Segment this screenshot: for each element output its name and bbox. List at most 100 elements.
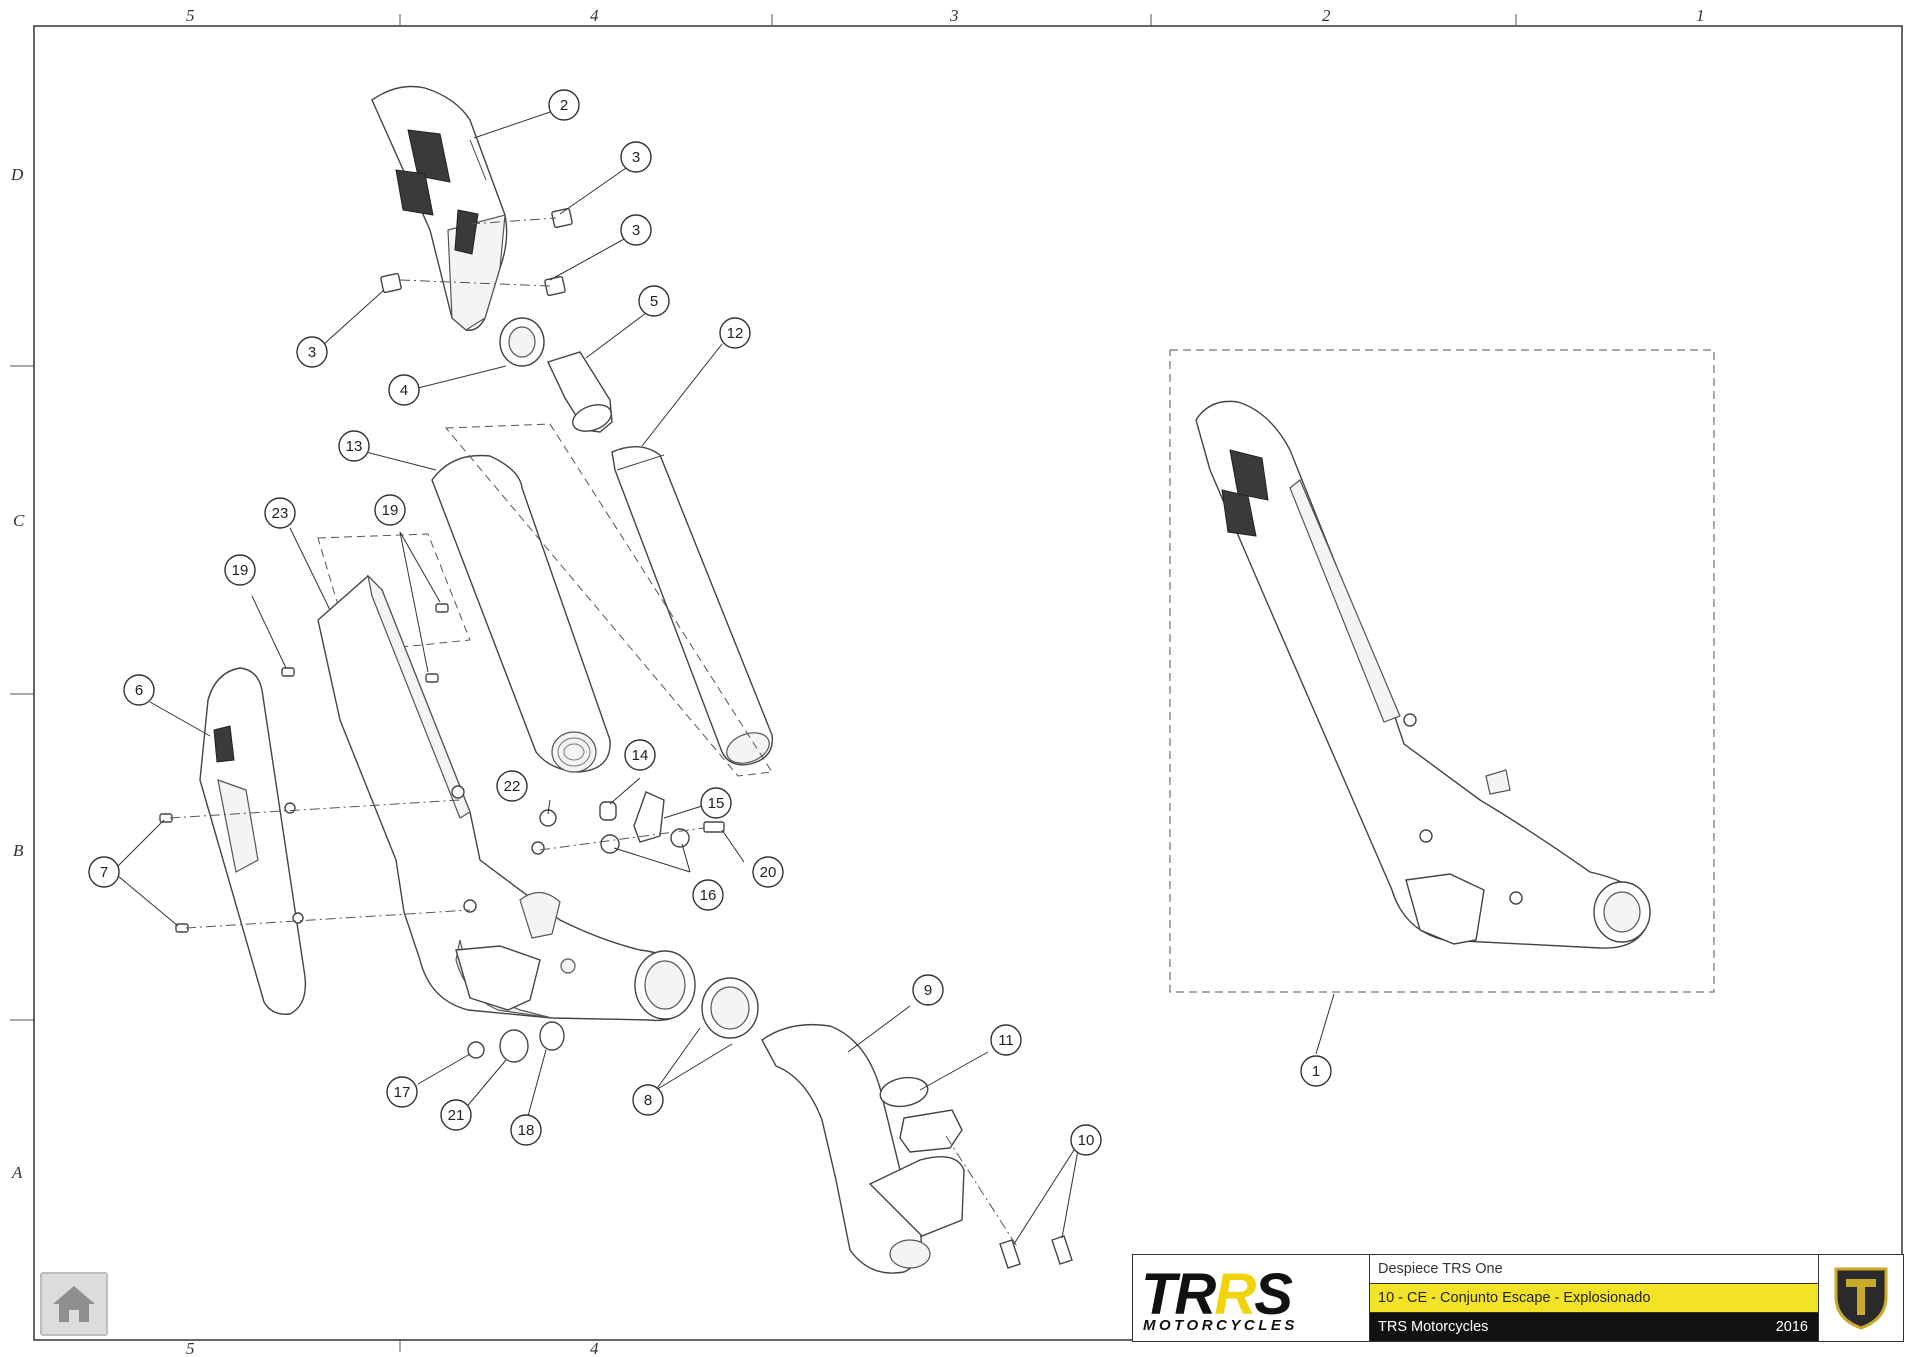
title-block: TRRS MOTORCYCLES Despiece TRS One 10 - C… xyxy=(1132,1254,1904,1342)
callout-2: 2 xyxy=(548,89,580,121)
svg-text:3: 3 xyxy=(308,344,316,361)
part-assembly-exhaust xyxy=(1195,400,1651,949)
callout-5: 5 xyxy=(638,285,670,317)
part-rings-8 xyxy=(701,977,759,1039)
svg-text:19: 19 xyxy=(232,562,249,579)
zone-ticks xyxy=(10,14,1517,1352)
svg-text:21: 21 xyxy=(448,1107,465,1124)
svg-text:8: 8 xyxy=(644,1092,652,1109)
company-row: TRS Motorcycles 2016 xyxy=(1370,1313,1818,1341)
callout-20: 20 xyxy=(752,856,784,888)
svg-text:17: 17 xyxy=(394,1084,411,1101)
callout-22: 22 xyxy=(496,770,528,802)
svg-text:19: 19 xyxy=(382,502,399,519)
zone-col-2: 2 xyxy=(1322,6,1331,25)
svg-text:3: 3 xyxy=(632,149,640,166)
company-name: TRS Motorcycles xyxy=(1378,1319,1489,1335)
home-button[interactable] xyxy=(40,1272,108,1336)
part-heat-shield-upper xyxy=(371,85,508,331)
callout-13: 13 xyxy=(338,430,370,462)
part-ring-and-coupler xyxy=(499,317,613,433)
svg-text:12: 12 xyxy=(727,325,744,342)
svg-text:20: 20 xyxy=(760,864,777,881)
svg-text:18: 18 xyxy=(518,1122,535,1139)
zone-col-1: 1 xyxy=(1696,6,1705,25)
callout-21: 21 xyxy=(440,1099,472,1131)
callout-19a: 19 xyxy=(374,494,406,526)
callout-18: 18 xyxy=(510,1114,542,1146)
svg-text:14: 14 xyxy=(632,747,649,764)
logo-subtitle: MOTORCYCLES xyxy=(1143,1317,1298,1334)
part-silencer-packing xyxy=(431,454,611,773)
zone-col-5-bottom: 5 xyxy=(186,1339,195,1357)
title-info: Despiece TRS One 10 - CE - Conjunto Esca… xyxy=(1370,1255,1818,1341)
sheet-title: 10 - CE - Conjunto Escape - Explosionado xyxy=(1370,1284,1818,1313)
assembly-view-frame xyxy=(1169,349,1715,993)
part-gasket-and-bolts xyxy=(879,1076,1073,1269)
svg-text:16: 16 xyxy=(700,887,717,904)
callout-19b: 19 xyxy=(224,554,256,586)
axis-line-shield-upper xyxy=(169,799,461,819)
callout-14: 14 xyxy=(624,739,656,771)
svg-text:23: 23 xyxy=(272,505,289,522)
axis-line-clips xyxy=(399,279,551,287)
svg-text:1: 1 xyxy=(1312,1063,1320,1080)
callout-3b: 3 xyxy=(620,214,652,246)
svg-text:13: 13 xyxy=(346,438,363,455)
callout-12: 12 xyxy=(719,317,751,349)
part-bracket-hardware xyxy=(539,791,725,854)
part-screws-19 xyxy=(281,603,449,683)
axis-line-shield-lower xyxy=(185,909,471,929)
leader-lines xyxy=(117,111,1335,1245)
callout-10: 10 xyxy=(1070,1124,1102,1156)
callout-9: 9 xyxy=(912,974,944,1006)
callout-1: 1 xyxy=(1300,1055,1332,1087)
drawing-year: 2016 xyxy=(1775,1319,1808,1335)
logo-wordmark: TRRS xyxy=(1141,1262,1293,1327)
callout-6: 6 xyxy=(123,674,155,706)
axis-line-clips-upper xyxy=(469,217,557,225)
part-header-pipe xyxy=(761,1023,965,1274)
svg-text:2: 2 xyxy=(560,97,568,114)
svg-text:11: 11 xyxy=(998,1032,1014,1049)
svg-text:4: 4 xyxy=(400,382,408,399)
part-muffler-body xyxy=(317,574,696,1022)
drawing-frame xyxy=(33,25,1903,1341)
zone-col-3: 3 xyxy=(949,6,959,25)
axis-line-bracket xyxy=(539,827,705,851)
callout-7: 7 xyxy=(88,856,120,888)
zone-col-4: 4 xyxy=(590,6,599,25)
zone-row-b: B xyxy=(13,841,24,860)
brand-logo: TRRS MOTORCYCLES xyxy=(1133,1255,1370,1341)
callout-4: 4 xyxy=(388,374,420,406)
zone-row-c: C xyxy=(13,511,25,530)
svg-text:7: 7 xyxy=(100,864,108,881)
emblem-cell xyxy=(1818,1255,1903,1341)
callout-3c: 3 xyxy=(296,336,328,368)
callout-3a: 3 xyxy=(620,141,652,173)
svg-text:9: 9 xyxy=(924,982,932,999)
callout-23: 23 xyxy=(264,497,296,529)
guide-line-packing xyxy=(444,423,773,777)
callout-11: 11 xyxy=(990,1024,1022,1056)
callout-8: 8 xyxy=(632,1084,664,1116)
zone-col-4-bottom: 4 xyxy=(590,1339,599,1357)
svg-text:22: 22 xyxy=(504,778,521,795)
svg-text:6: 6 xyxy=(135,682,143,699)
callout-17: 17 xyxy=(386,1076,418,1108)
part-side-shield xyxy=(199,667,307,1015)
callout-16: 16 xyxy=(692,879,724,911)
zone-row-d: D xyxy=(10,165,24,184)
part-tailpipe xyxy=(611,446,774,766)
home-icon xyxy=(53,1286,95,1322)
axis-line-bolts xyxy=(945,1135,1019,1249)
project-name: Despiece TRS One xyxy=(1370,1255,1818,1284)
callout-15: 15 xyxy=(700,787,732,819)
svg-text:10: 10 xyxy=(1078,1132,1095,1149)
part-clips xyxy=(380,207,573,297)
trs-emblem-icon xyxy=(1834,1267,1888,1330)
svg-text:15: 15 xyxy=(708,795,725,812)
svg-text:3: 3 xyxy=(632,222,640,239)
zone-col-5: 5 xyxy=(186,6,195,25)
